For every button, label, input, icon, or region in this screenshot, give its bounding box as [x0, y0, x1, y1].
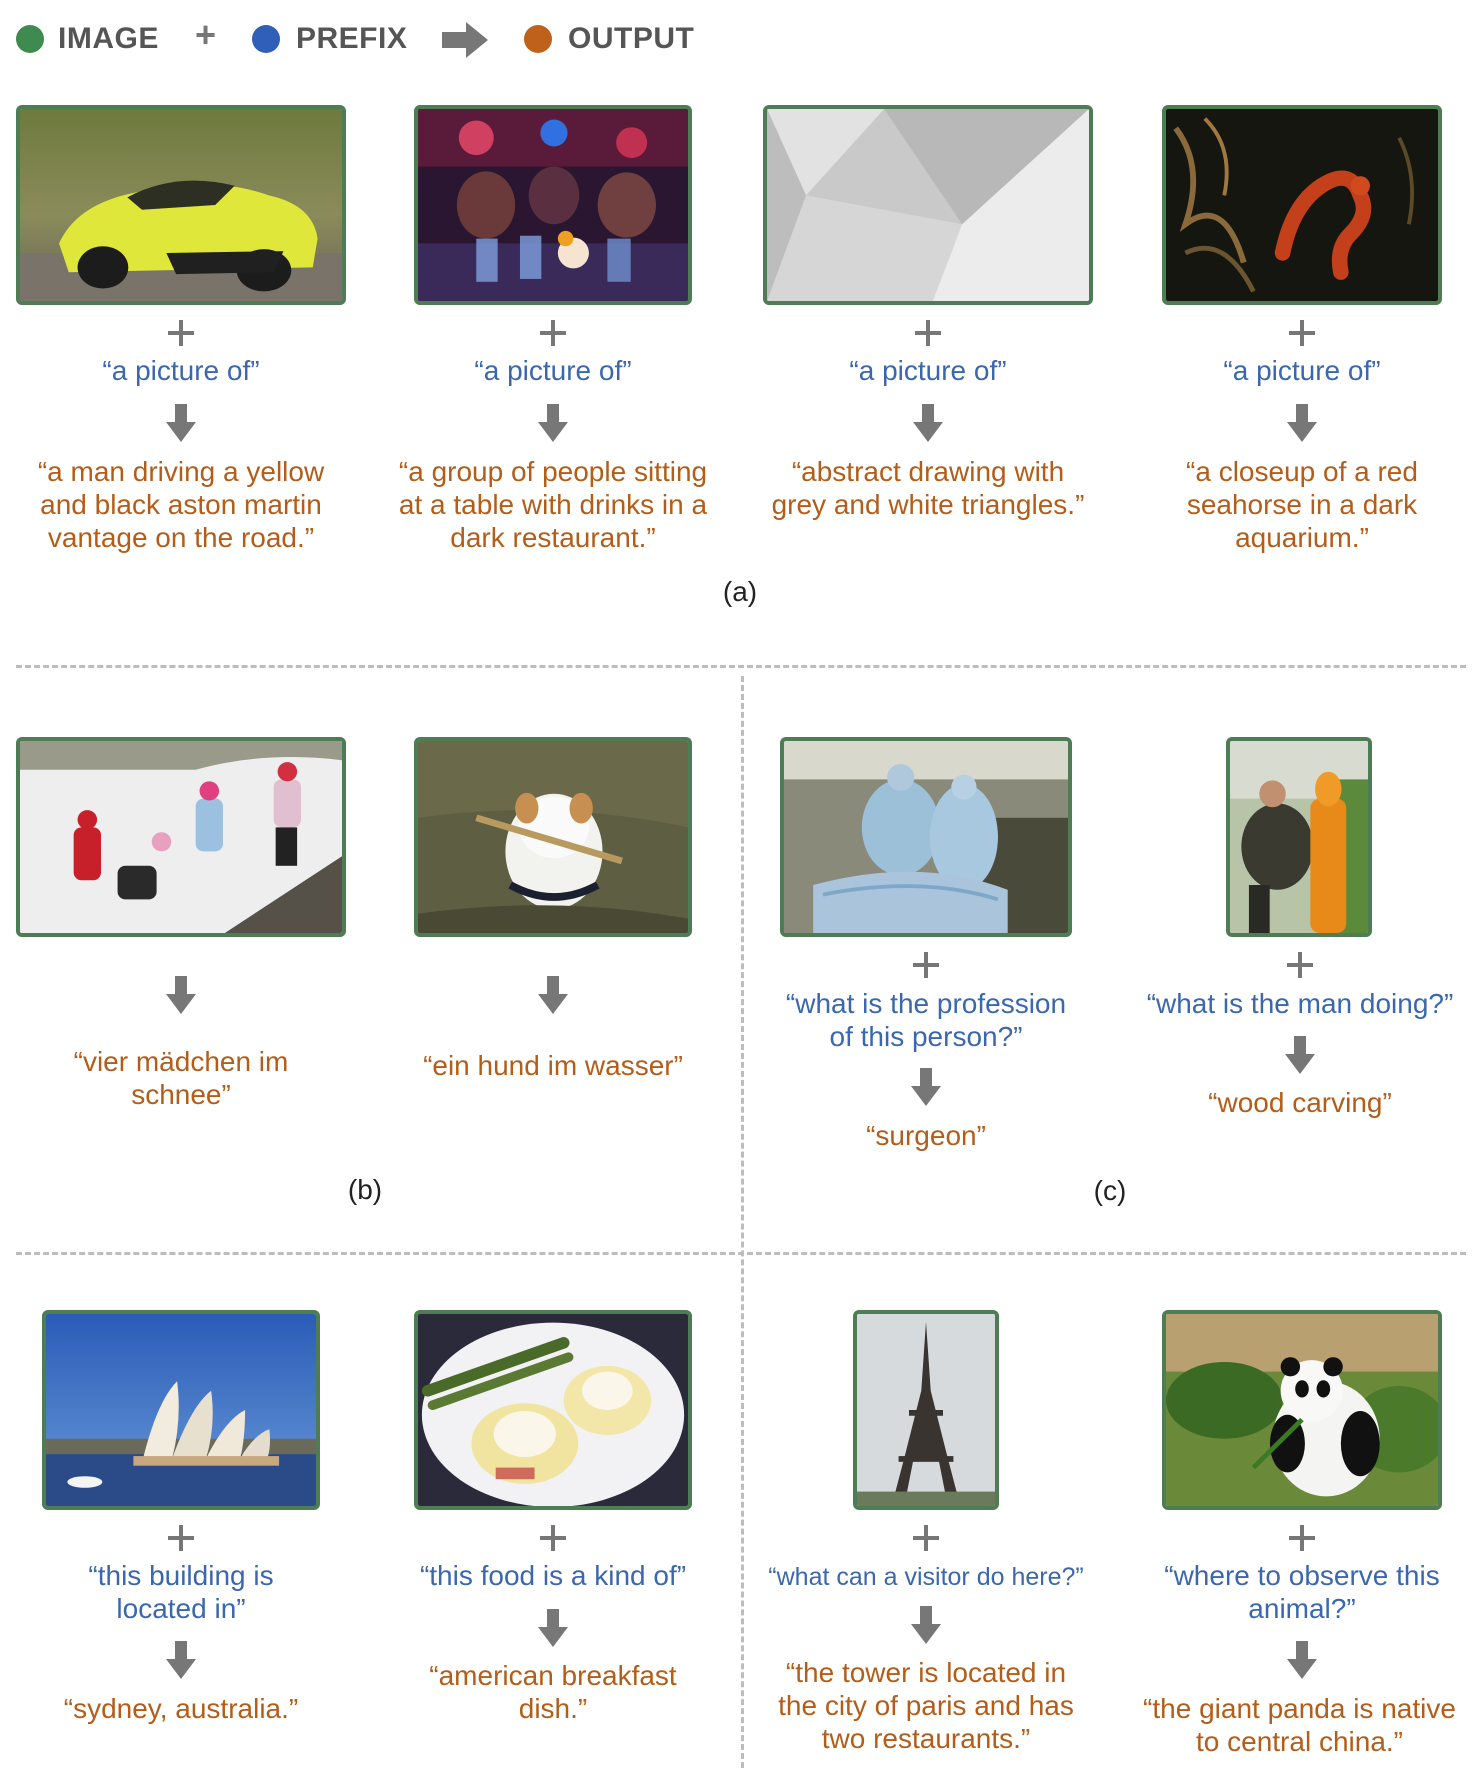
plus-icon [538, 1523, 568, 1553]
red-seahorse-image [1162, 105, 1442, 305]
legend-arrow-icon [442, 22, 488, 58]
down-arrow-icon [911, 1606, 941, 1644]
output-text: “a closeup of a red seahorse in a dark a… [1186, 456, 1418, 553]
down-arrow-icon [538, 976, 568, 1014]
plus-icon [1287, 318, 1317, 348]
giant-panda-image [1162, 1310, 1442, 1510]
prefix-text: “this food is a kind of” [419, 1560, 687, 1591]
surgeons-operating-image [780, 737, 1072, 937]
output-text: “sydney, australia.” [63, 1693, 299, 1724]
output-legend-label: OUTPUT [568, 22, 695, 55]
down-arrow-icon [1287, 404, 1317, 442]
section-b-label: (b) [347, 1174, 383, 1205]
down-arrow-icon [166, 976, 196, 1014]
plus-icon [1287, 1523, 1317, 1553]
prefix-text: “where to observe this animal?” [1164, 1560, 1440, 1624]
down-arrow-icon [913, 404, 943, 442]
prefix-text: “a picture of” [102, 355, 260, 386]
prefix-legend-dot [252, 25, 280, 53]
plus-icon [911, 950, 941, 980]
plus-icon [911, 1523, 941, 1553]
output-legend-dot [524, 25, 552, 53]
down-arrow-icon [166, 404, 196, 442]
grey-white-triangles-image [763, 105, 1093, 305]
dark-restaurant-people-image [414, 105, 692, 305]
plus-icon [166, 1523, 196, 1553]
eggs-benedict-plate-image [414, 1310, 692, 1510]
down-arrow-icon [1287, 1641, 1317, 1679]
prefix-text: “what is the profession of this person?” [785, 988, 1067, 1052]
output-text: “the tower is located in the city of par… [778, 1657, 1074, 1754]
plus-icon [538, 318, 568, 348]
down-arrow-icon [911, 1068, 941, 1106]
output-text: “abstract drawing with grey and white tr… [771, 456, 1085, 520]
girls-in-snow-image [16, 737, 346, 937]
dog-in-water-image [414, 737, 692, 937]
plus-icon [913, 318, 943, 348]
divider-vertical [741, 676, 744, 1768]
prefix-text: “a picture of” [1223, 355, 1381, 386]
prefix-text: “what is the man doing?” [1146, 988, 1454, 1019]
sydney-opera-house-image [42, 1310, 320, 1510]
prefix-text: “this building is located in” [88, 1560, 274, 1624]
prefix-text: “a picture of” [849, 355, 1007, 386]
man-wood-carving-image [1226, 737, 1372, 937]
prefix-legend-label: PREFIX [296, 22, 408, 55]
output-text: “ein hund im wasser” [423, 1050, 683, 1081]
yellow-sports-car-image [16, 105, 346, 305]
prefix-text: “what can a visitor do here?” [768, 1563, 1084, 1591]
down-arrow-icon [166, 1641, 196, 1679]
divider-horizontal-top [16, 665, 1466, 668]
eiffel-tower-image [853, 1310, 999, 1510]
output-text: “surgeon” [866, 1120, 986, 1151]
plus-icon [1285, 950, 1315, 980]
output-text: “the giant panda is native to central ch… [1143, 1693, 1456, 1757]
plus-icon [166, 318, 196, 348]
output-text: “wood carving” [1208, 1087, 1392, 1118]
output-text: “vier mädchen im schnee” [73, 1046, 289, 1110]
section-a-label: (a) [722, 576, 758, 607]
divider-horizontal-middle [16, 1252, 1466, 1255]
output-text: “american breakfast dish.” [429, 1660, 677, 1724]
legend-plus: + [195, 14, 217, 55]
down-arrow-icon [1285, 1036, 1315, 1074]
image-legend-dot [16, 25, 44, 53]
output-text: “a group of people sitting at a table wi… [398, 456, 708, 553]
section-c-label: (c) [1093, 1175, 1127, 1206]
prefix-text: “a picture of” [474, 355, 632, 386]
down-arrow-icon [538, 404, 568, 442]
down-arrow-icon [538, 1609, 568, 1647]
output-text: “a man driving a yellow and black aston … [37, 456, 325, 553]
image-legend-label: IMAGE [58, 22, 159, 55]
